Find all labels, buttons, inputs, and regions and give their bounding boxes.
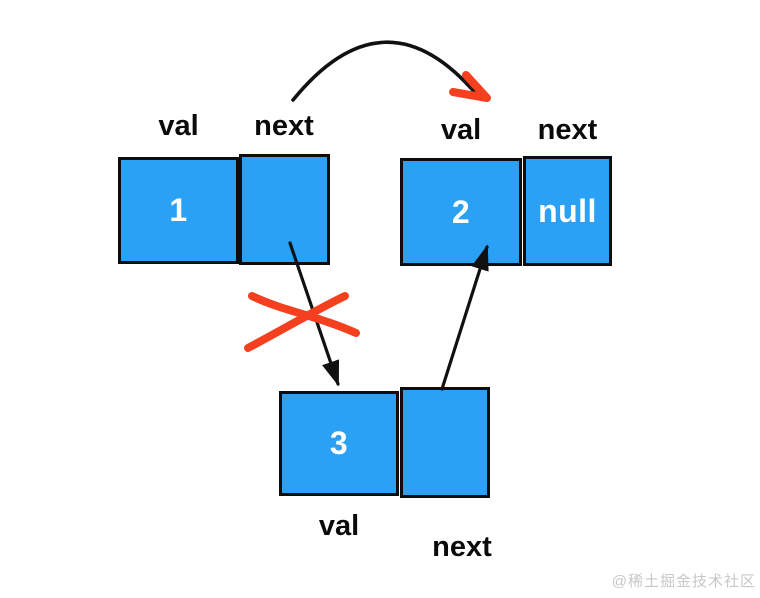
- node1-next-cell: [239, 154, 330, 265]
- node1-val-value: 1: [169, 192, 188, 228]
- red-arrowhead-icon: [449, 71, 491, 102]
- node3-next-cell: [400, 387, 490, 498]
- watermark: @稀土掘金技术社区: [611, 573, 756, 590]
- new-next-pointer-curve: [291, 40, 479, 102]
- node2-val-value: 2: [451, 193, 471, 230]
- node1-val-label: val: [158, 110, 199, 142]
- node2-next-cell: null: [523, 156, 612, 266]
- node3-next-label: next: [432, 531, 492, 563]
- node2-val-cell: 2: [400, 158, 522, 266]
- crossout-x-stroke-1: [248, 292, 360, 337]
- node1-next-label: next: [254, 110, 314, 142]
- pointer-arrow-node3-to-node2: [440, 244, 489, 391]
- node2-next-value: null: [538, 192, 597, 229]
- node1-val-cell: 1: [118, 157, 239, 264]
- node3-val-cell: 3: [279, 391, 399, 496]
- node2-val-label: val: [440, 114, 482, 146]
- node2-next-label: next: [537, 114, 598, 146]
- node3-val-label: val: [318, 510, 360, 542]
- crossout-x-stroke-2: [244, 292, 349, 352]
- node3-val-value: 3: [329, 425, 349, 461]
